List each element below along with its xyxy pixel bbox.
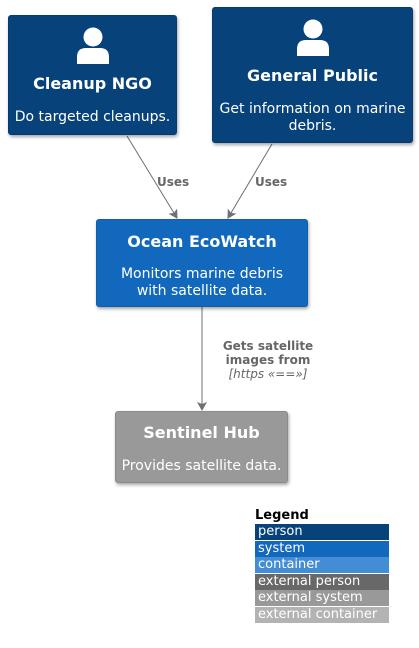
edge-label-gets-images-text: Gets satellite images from [222, 339, 314, 367]
person-icon [76, 27, 109, 64]
external-system-sentinel-hub[interactable]: Sentinel Hub Provides satellite data. [115, 411, 288, 483]
node-title: Cleanup NGO [33, 74, 152, 93]
node-title: Ocean EcoWatch [127, 232, 277, 251]
legend-title: Legend [255, 508, 309, 523]
node-title: General Public [247, 66, 378, 85]
system-ocean-ecowatch[interactable]: Ocean EcoWatch Monitors marine debris wi… [96, 219, 308, 307]
legend-item: person [255, 524, 389, 540]
node-description: Get information on marine debris. [219, 101, 406, 134]
legend-item: external person [255, 573, 389, 590]
person-cleanup-ngo[interactable]: Cleanup NGO Do targeted cleanups. [8, 15, 177, 135]
person-icon [296, 19, 329, 56]
edge-label-ngo-uses: Uses [157, 175, 190, 189]
node-description: Do targeted cleanups. [14, 109, 171, 125]
node-description: Provides satellite data. [121, 458, 282, 474]
edge-public-to-ecowatch [227, 143, 273, 219]
edge-label-public-uses: Uses [255, 175, 288, 189]
person-general-public[interactable]: General Public Get information on marine… [212, 7, 413, 143]
legend-item: system [255, 540, 389, 557]
node-title: Sentinel Hub [143, 423, 260, 442]
edge-ngo-to-ecowatch [126, 135, 178, 219]
legend-item: external system [255, 590, 389, 606]
node-description: Monitors marine debris with satellite da… [120, 266, 284, 299]
edge-label-technology: [https «==»] [228, 367, 308, 381]
legend-item: container [255, 557, 389, 573]
edge-label-gets-images: Gets satellite images from [https «==»] [200, 339, 336, 381]
legend-item: external container [255, 606, 389, 623]
